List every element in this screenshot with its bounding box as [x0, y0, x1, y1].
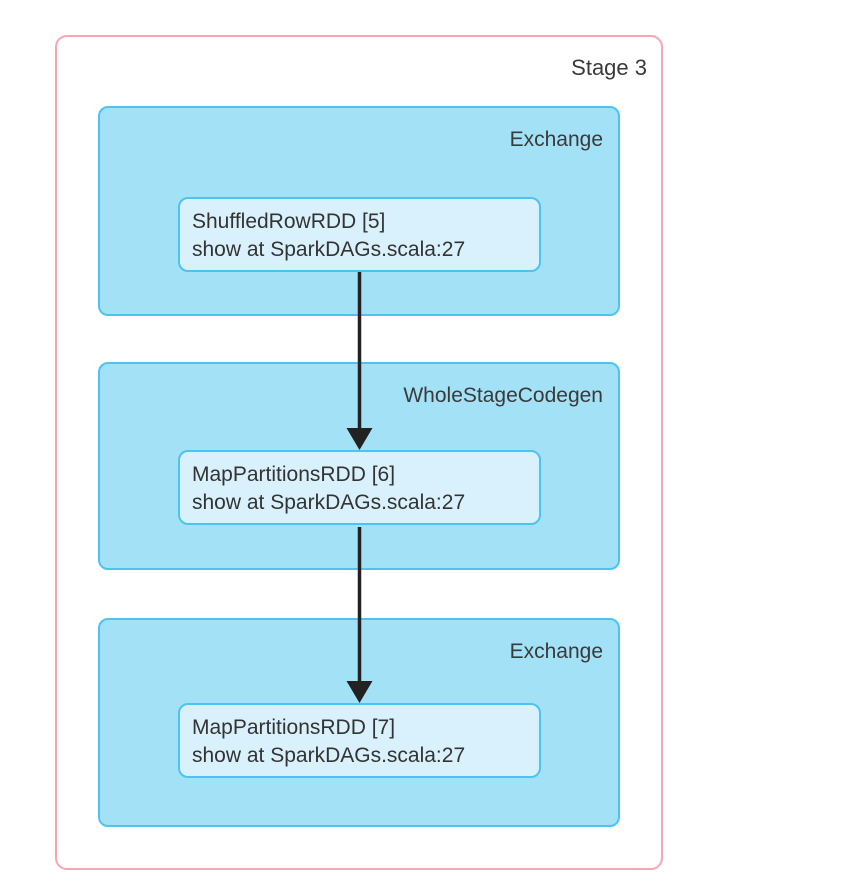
rdd-name: ShuffledRowRDD [5]: [192, 210, 386, 233]
operator-cluster-label: Exchange: [509, 640, 603, 663]
rdd-name: MapPartitionsRDD [7]: [192, 716, 396, 739]
rdd-node-mappartitionsrdd-7: MapPartitionsRDD [7] show at SparkDAGs.s…: [178, 703, 541, 778]
rdd-callsite: show at SparkDAGs.scala:27: [192, 491, 466, 514]
rdd-callsite: show at SparkDAGs.scala:27: [192, 744, 466, 767]
operator-cluster-label: Exchange: [509, 128, 603, 151]
stage-label: Stage 3: [571, 55, 647, 80]
rdd-node-mappartitionsrdd-6: MapPartitionsRDD [6] show at SparkDAGs.s…: [178, 450, 541, 525]
rdd-callsite: show at SparkDAGs.scala:27: [192, 238, 466, 261]
rdd-node-shuffledrowrdd-5: ShuffledRowRDD [5] show at SparkDAGs.sca…: [178, 197, 541, 272]
rdd-name: MapPartitionsRDD [6]: [192, 463, 396, 486]
operator-cluster-label: WholeStageCodegen: [403, 384, 603, 407]
